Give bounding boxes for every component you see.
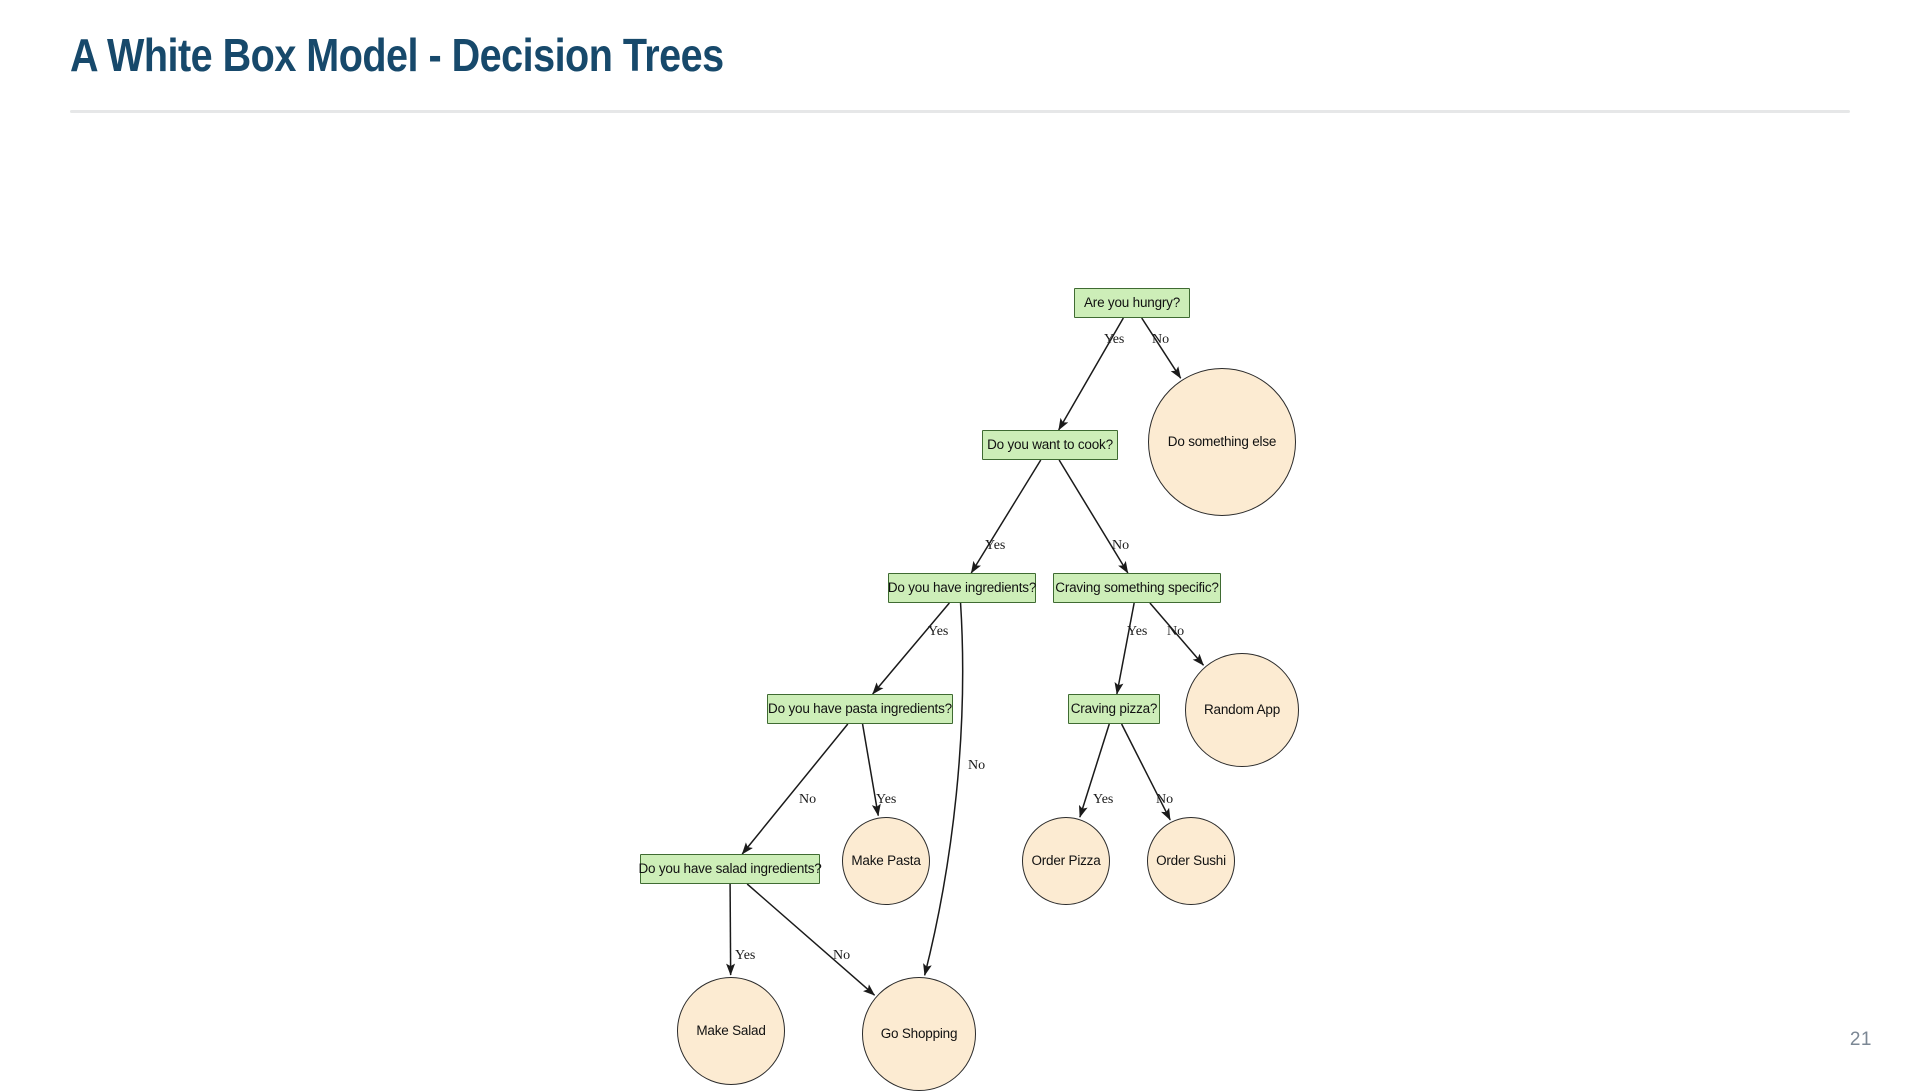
edge-label-hungry-no: No: [1152, 332, 1170, 347]
edge-salad_ingr-to-go_shopping: [746, 883, 876, 996]
node-label: Do you have pasta ingredients?: [768, 701, 952, 717]
edge-label-have_ingr-yes: Yes: [928, 624, 949, 639]
node-craving_pizza[interactable]: Craving pizza?: [1068, 694, 1160, 724]
node-label: Do you want to cook?: [987, 437, 1113, 453]
edge-salad_ingr-to-make_salad: [726, 883, 736, 976]
node-label: Craving pizza?: [1070, 701, 1158, 717]
node-label: Do something else: [1167, 434, 1277, 450]
node-label: Order Sushi: [1156, 853, 1226, 869]
node-label: Make Salad: [696, 1023, 766, 1039]
edge-craving_pizza-to-order_sushi: [1120, 723, 1171, 821]
node-label: Do you have ingredients?: [887, 580, 1037, 596]
edge-have_ingr-to-pasta_ingr: [872, 602, 950, 695]
edge-hungry-to-do_else: [1141, 317, 1182, 379]
node-label: Go Shopping: [880, 1026, 958, 1042]
node-go_shopping[interactable]: Go Shopping: [862, 977, 976, 1091]
node-order_sushi[interactable]: Order Sushi: [1147, 817, 1235, 905]
node-label: Random App: [1203, 702, 1281, 718]
node-label: Are you hungry?: [1083, 295, 1181, 311]
node-pasta_ingr[interactable]: Do you have pasta ingredients?: [767, 694, 953, 724]
edge-craving_spec-to-random_app: [1149, 602, 1205, 666]
node-craving_spec[interactable]: Craving something specific?: [1053, 573, 1221, 603]
node-label: Do you have salad ingredients?: [638, 861, 822, 877]
page-title: A White Box Model - Decision Trees: [70, 29, 724, 81]
node-random_app[interactable]: Random App: [1185, 653, 1299, 767]
edge-paths: [726, 317, 1205, 996]
edge-label-salad_ingr-yes: Yes: [735, 948, 756, 963]
node-do_else[interactable]: Do something else: [1148, 368, 1296, 516]
slide-header: A White Box Model - Decision Trees: [0, 0, 1920, 120]
edge-label-want_cook-yes: Yes: [985, 538, 1006, 553]
edge-label-craving_spec-yes: Yes: [1127, 624, 1148, 639]
edge-layer: [726, 317, 1205, 996]
edge-label-craving_spec-no: No: [1167, 624, 1185, 639]
node-layer: Are you hungry? Do something else Do you w…: [0, 120, 1920, 1091]
node-hungry[interactable]: Are you hungry?: [1074, 288, 1190, 318]
edge-label-craving_pizza-no: No: [1156, 792, 1174, 807]
node-label: Make Pasta: [851, 853, 921, 869]
node-label: Order Pizza: [1031, 853, 1101, 869]
title-divider: [70, 110, 1850, 113]
edge-label-hungry-yes: Yes: [1104, 332, 1125, 347]
node-have_ingr[interactable]: Do you have ingredients?: [888, 573, 1036, 603]
edge-label-pasta_ingr-yes: Yes: [876, 792, 897, 807]
edge-want_cook-to-have_ingr: [970, 459, 1042, 574]
page-number: 21: [1849, 1029, 1872, 1050]
edge-craving_pizza-to-order_pizza: [1078, 723, 1110, 818]
edge-craving_spec-to-craving_pizza: [1114, 602, 1135, 695]
edge-have_ingr-to-go_shopping: [923, 602, 964, 976]
decision-tree-diagram: Are you hungry? Do something else Do you w…: [0, 120, 1920, 1091]
edge-label-craving_pizza-yes: Yes: [1093, 792, 1114, 807]
node-order_pizza[interactable]: Order Pizza: [1022, 817, 1110, 905]
edge-pasta_ingr-to-make_pasta: [861, 723, 881, 817]
edge-label-pasta_ingr-no: No: [799, 792, 817, 807]
edge-label-want_cook-no: No: [1112, 538, 1130, 553]
node-label: Craving something specific?: [1055, 580, 1219, 596]
edge-label-salad_ingr-no: No: [833, 948, 851, 963]
edge-want_cook-to-craving_spec: [1058, 459, 1129, 574]
node-make_salad[interactable]: Make Salad: [677, 977, 785, 1085]
edge-pasta_ingr-to-salad_ingr: [741, 723, 849, 855]
node-want_cook[interactable]: Do you want to cook?: [982, 430, 1118, 460]
node-salad_ingr[interactable]: Do you have salad ingredients?: [638, 854, 822, 884]
edge-hungry-to-want_cook: [1058, 317, 1124, 431]
edge-label-have_ingr-no: No: [968, 758, 986, 773]
node-make_pasta[interactable]: Make Pasta: [842, 817, 930, 905]
